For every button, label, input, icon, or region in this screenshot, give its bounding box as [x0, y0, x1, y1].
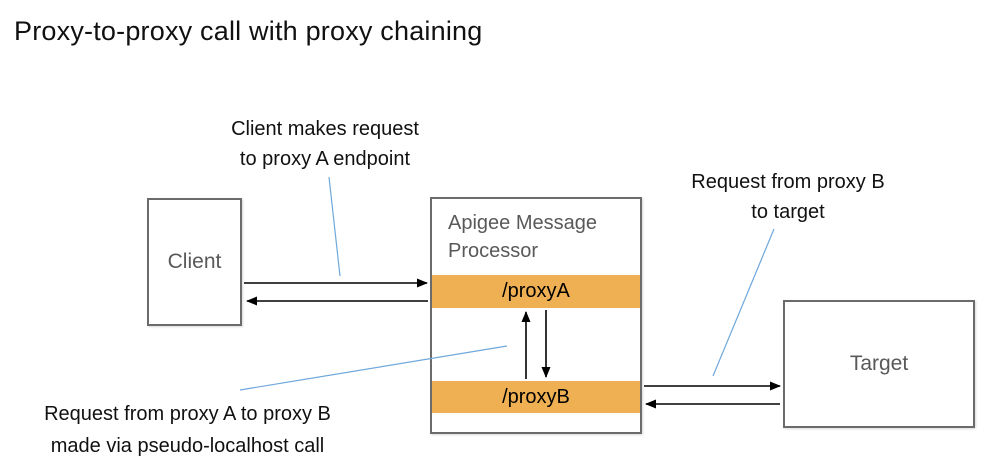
- proxy-a-endpoint-bar: /proxyA: [432, 275, 640, 308]
- annotation-localhost-call: Request from proxy A to proxy B made via…: [10, 398, 365, 462]
- proxy-b-endpoint-label: /proxyB: [502, 385, 570, 408]
- diagram-title: Proxy-to-proxy call with proxy chaining: [14, 16, 483, 46]
- message-processor-node: Apigee Message Processor /proxyA /proxyB: [430, 197, 642, 434]
- message-processor-label: Apigee Message Processor: [448, 212, 597, 262]
- annotation-client-request-line2: to proxy A endpoint: [239, 148, 411, 170]
- proxy-b-endpoint-bar: /proxyB: [432, 381, 640, 413]
- target-node: Target: [783, 300, 975, 428]
- annotation-target-request-line2: to target: [751, 201, 825, 223]
- leader-line-target-request: [712, 228, 775, 377]
- target-node-label: Target: [849, 352, 909, 375]
- annotation-localhost-call-line2: made via pseudo-localhost call: [50, 435, 325, 457]
- annotation-target-request-line1: Request from proxy B: [691, 171, 885, 193]
- annotation-localhost-call-line1: Request from proxy A to proxy B: [44, 403, 331, 425]
- annotation-client-request-line1: Client makes request: [231, 118, 419, 140]
- client-node-label: Client: [167, 250, 222, 273]
- annotation-client-request: Client makes request to proxy A endpoint: [175, 114, 475, 174]
- leader-line-client-request: [328, 176, 341, 277]
- client-node: Client: [147, 198, 242, 326]
- proxy-a-endpoint-label: /proxyA: [502, 280, 570, 302]
- annotation-target-request: Request from proxy B to target: [638, 167, 938, 227]
